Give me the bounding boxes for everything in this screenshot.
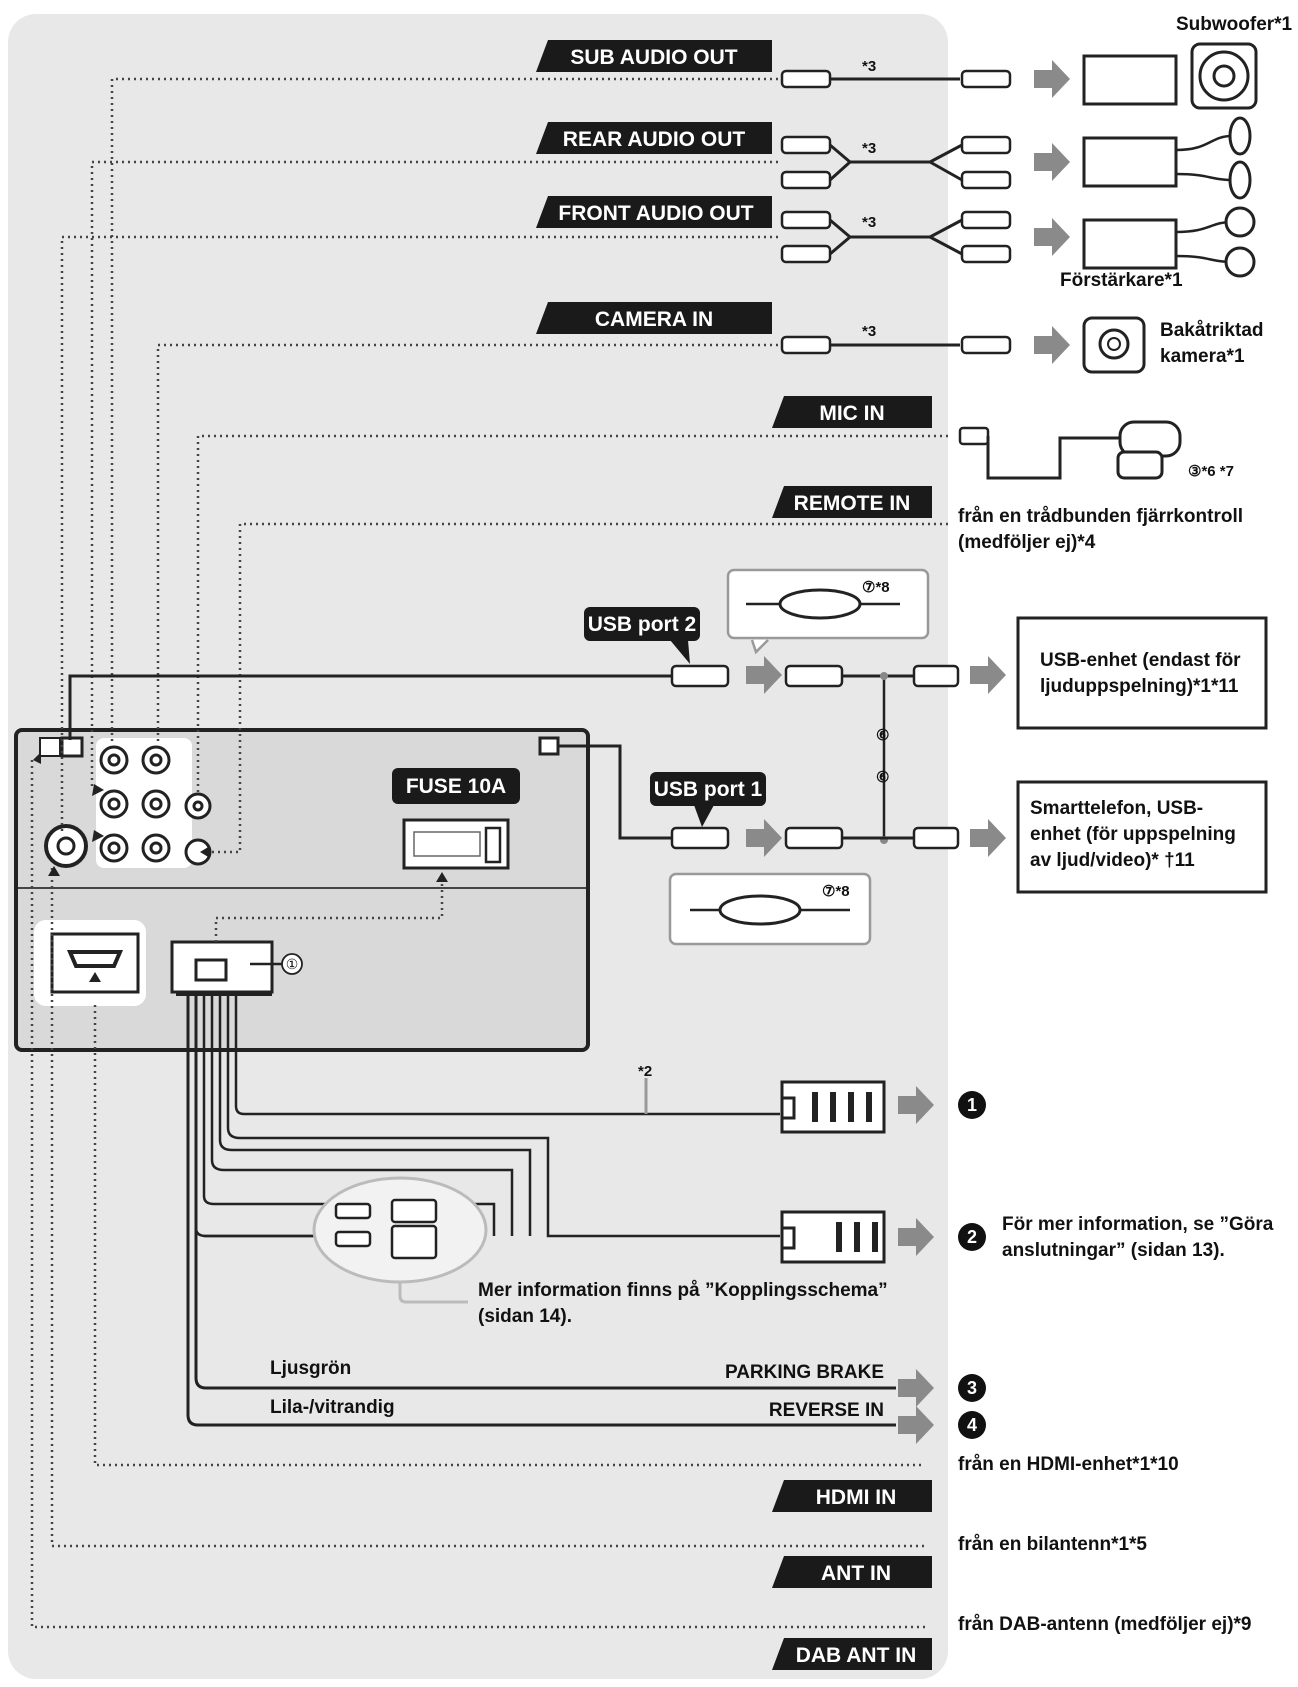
svg-text:FRONT AUDIO OUT: FRONT AUDIO OUT [558, 202, 753, 225]
svg-text:kamera*1: kamera*1 [1160, 346, 1245, 367]
svg-text:USB port 1: USB port 1 [654, 778, 763, 801]
svg-text:Lila-/vitrandig: Lila-/vitrandig [270, 1397, 395, 1418]
svg-text:CAMERA IN: CAMERA IN [595, 308, 713, 331]
tag-hdmi-in: HDMI IN [772, 1480, 932, 1512]
usb-device-box: USB-enhet (endast för ljuduppspelning)*1… [1016, 616, 1268, 730]
rca-cables [780, 69, 1012, 355]
svg-text:*3: *3 [862, 214, 876, 231]
tag-rear-audio-out: REAR AUDIO OUT [536, 122, 772, 154]
svg-text:enhet (för uppspelning: enhet (för uppspelning [1030, 824, 1236, 845]
subwoofer-device [1082, 42, 1258, 110]
microphone [958, 420, 1182, 480]
svg-text:*3: *3 [862, 323, 876, 340]
rear-camera-device [1082, 316, 1146, 374]
svg-text:Ljusgrön: Ljusgrön [270, 1358, 351, 1379]
tag-usb-port-1: USB port 1 [650, 772, 766, 827]
svg-text:SUB AUDIO OUT: SUB AUDIO OUT [570, 46, 737, 69]
svg-text:REAR AUDIO OUT: REAR AUDIO OUT [563, 128, 746, 151]
hdmi-socket [50, 932, 140, 994]
svg-text:För mer information, se ”Göra: För mer information, se ”Göra [1002, 1214, 1274, 1235]
svg-text:REMOTE IN: REMOTE IN [794, 492, 911, 515]
svg-text:*3: *3 [862, 58, 876, 75]
svg-text:Mer information finns på ”Kopp: Mer information finns på ”Kopplingsschem… [478, 1280, 888, 1301]
dab-ant-connector [39, 737, 61, 757]
cable-band-callout-top [726, 568, 930, 655]
svg-text:(medföljer ej)*4: (medföljer ej)*4 [958, 532, 1096, 553]
svg-text:1: 1 [967, 1095, 977, 1115]
tag-camera-in: CAMERA IN [536, 302, 772, 334]
svg-text:MIC IN: MIC IN [819, 402, 884, 425]
unit-arrowheads [33, 752, 448, 982]
tag-mic-in: MIC IN [772, 396, 932, 428]
cable-band-callout-bottom [668, 872, 872, 946]
dotted-leaders [30, 77, 948, 1629]
svg-text:från en trådbunden fjärrkontro: från en trådbunden fjärrkontroll [958, 506, 1243, 527]
svg-text:HDMI IN: HDMI IN [816, 1486, 897, 1509]
head-unit [14, 728, 590, 1052]
svg-text:Bakåtriktad: Bakåtriktad [1160, 320, 1264, 341]
svg-text:*2: *2 [638, 1063, 652, 1080]
smartphone-box: Smarttelefon, USB- enhet (för uppspelnin… [1016, 780, 1268, 894]
tag-usb-port-2: USB port 2 [584, 607, 700, 664]
harness-connector [170, 940, 274, 996]
svg-text:⑥: ⑥ [876, 727, 889, 744]
svg-text:från en HDMI-enhet*1*10: från en HDMI-enhet*1*10 [958, 1454, 1179, 1475]
svg-text:från en bilantenn*1*5: från en bilantenn*1*5 [958, 1534, 1147, 1555]
svg-text:USB port 2: USB port 2 [588, 613, 697, 636]
front-amplifier-device [1082, 206, 1256, 278]
rca-pin-callout [312, 1176, 488, 1304]
svg-text:REVERSE IN: REVERSE IN [769, 1400, 884, 1421]
svg-text:Förstärkare*1: Förstärkare*1 [1060, 270, 1183, 291]
svg-text:*3: *3 [862, 140, 876, 157]
wiring-harness [186, 996, 896, 1427]
svg-text:①: ① [286, 956, 299, 972]
svg-text:(sidan 14).: (sidan 14). [478, 1306, 572, 1327]
tag-front-audio-out: FRONT AUDIO OUT [536, 196, 772, 228]
rca-jacks [99, 745, 212, 866]
svg-text:anslutningar” (sidan 13).: anslutningar” (sidan 13). [1002, 1240, 1225, 1261]
tag-fuse: FUSE 10A [392, 768, 520, 804]
svg-text:⑥: ⑥ [876, 769, 889, 786]
svg-text:③*6 *7: ③*6 *7 [1188, 463, 1234, 480]
svg-text:ljuduppspelning)*1*11: ljuduppspelning)*1*11 [1040, 676, 1239, 697]
rear-amplifier-device [1082, 116, 1252, 200]
svg-text:ANT IN: ANT IN [821, 1562, 891, 1585]
svg-text:USB-enhet (endast för: USB-enhet (endast för [1040, 650, 1241, 671]
usb-port-2-connector [60, 736, 84, 758]
svg-text:från DAB-antenn (medföljer ej): från DAB-antenn (medföljer ej)*9 [958, 1614, 1251, 1635]
tag-remote-in: REMOTE IN [772, 486, 932, 518]
svg-text:4: 4 [967, 1415, 977, 1435]
usb-port-1-connector [538, 736, 560, 756]
svg-text:Smarttelefon, USB-: Smarttelefon, USB- [1030, 798, 1203, 819]
svg-text:av ljud/video)* †11: av ljud/video)* †11 [1030, 850, 1195, 871]
usb-cables [68, 664, 960, 850]
device-arrows [746, 60, 1070, 1444]
fuse-socket [402, 818, 510, 870]
antenna-jack [44, 824, 88, 868]
svg-text:⑦*8: ⑦*8 [862, 579, 890, 596]
svg-text:3: 3 [967, 1378, 977, 1398]
tag-sub-audio-out: SUB AUDIO OUT [536, 40, 772, 72]
power-connector-1 [780, 1080, 886, 1134]
speaker-connector-2 [780, 1210, 886, 1264]
svg-text:Subwoofer*1: Subwoofer*1 [1176, 14, 1293, 35]
svg-text:⑦*8: ⑦*8 [822, 883, 850, 900]
svg-text:2: 2 [967, 1227, 977, 1247]
tag-dab-ant-in: DAB ANT IN [772, 1638, 932, 1670]
tag-ant-in: ANT IN [772, 1556, 932, 1588]
svg-text:DAB ANT IN: DAB ANT IN [796, 1644, 917, 1667]
svg-text:PARKING BRAKE: PARKING BRAKE [725, 1362, 884, 1383]
svg-text:FUSE 10A: FUSE 10A [406, 775, 506, 798]
